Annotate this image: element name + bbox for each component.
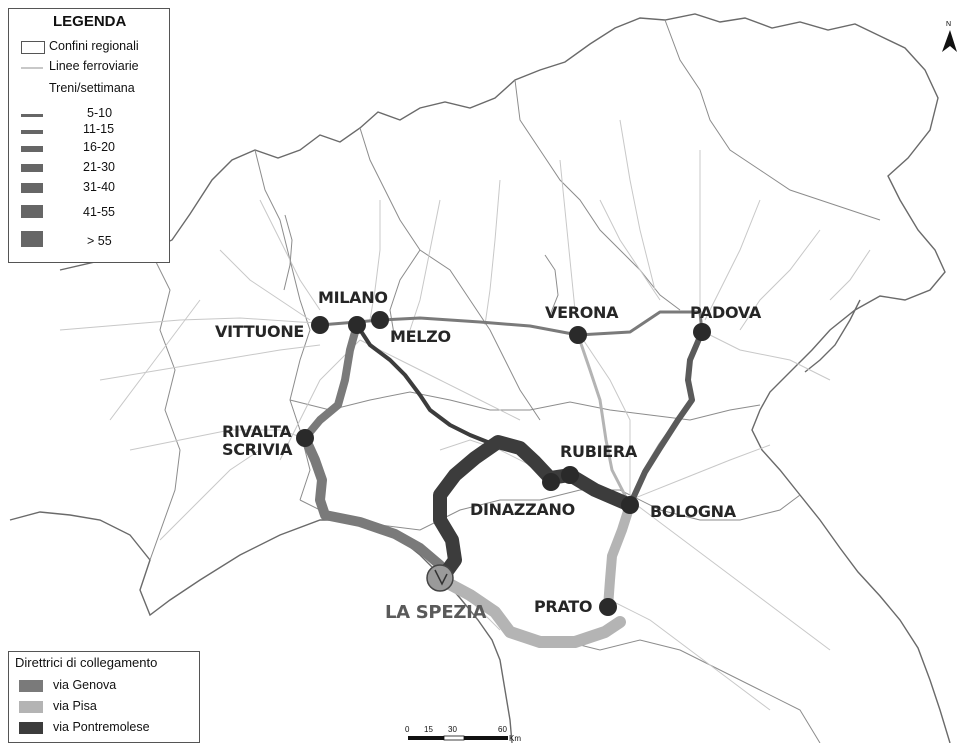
route-swatch-pontremolese [19,722,43,734]
route-via-pisa-verona-bologna [576,333,632,507]
label-prato: PRATO [534,597,592,616]
class-symbol-5 [21,183,43,193]
legend-class-3: 16-20 [83,140,115,154]
label-melzo: MELZO [390,327,451,346]
routes-legend-pontremolese: via Pontremolese [53,720,150,734]
route-padova-bologna [627,329,705,508]
scale-unit: Km [509,734,521,743]
legend: LEGENDA Confini regionali Linee ferrovia… [8,8,170,263]
coast-adriatic [804,299,861,373]
label-la-spezia: LA SPEZIA [385,602,486,623]
legend-class-7: > 55 [87,234,112,248]
lake-maggiore [283,214,293,291]
route-swatch-genova [19,680,43,692]
scale-tick-0: 0 [405,725,410,734]
legend-class-2: 11-15 [83,122,115,136]
coast-ligurian [9,511,513,743]
class-symbol-7 [21,231,43,247]
routes-legend-genova: via Genova [53,678,117,692]
station-padova [693,323,711,341]
label-vittuone: VITTUONE [215,322,304,341]
station-la-spezia [426,564,454,592]
scale-tick-15: 15 [424,725,433,734]
la-spezia-marker [434,569,448,586]
railway-network [59,119,871,711]
label-padova: PADOVA [690,303,762,322]
regional-border-symbol [21,41,45,54]
regional-borders [149,19,881,743]
north-arrow: N [942,21,957,52]
legend-railway-lines: Linee ferroviarie [49,59,139,73]
railway-line-symbol [21,67,43,69]
legend-trains-per-week: Treni/settimana [49,81,135,95]
legend-title: LEGENDA [53,13,127,30]
label-verona: VERONA [545,303,619,322]
stations [296,311,711,616]
route-via-pisa-prato-bologna [603,500,635,612]
route-via-pisa-laspezia-prato [436,574,626,648]
class-symbol-2 [21,130,43,134]
station-verona [569,326,587,344]
station-vittuone [311,316,329,334]
station-prato [599,598,617,616]
legend-class-1: 5-10 [87,106,113,120]
label-dinazzano: DINAZZANO [470,500,575,519]
station-melzo [371,311,389,329]
station-rivalta-scrivia [296,429,314,447]
class-symbol-1 [21,114,43,117]
lake-garda [544,254,559,316]
label-bologna: BOLOGNA [650,502,737,521]
route-via-genova-milano-rivalta [301,321,361,442]
scale-tick-60: 60 [498,725,507,734]
scale-bar: 0 15 30 60 Km [405,725,521,743]
station-rubiera [561,466,579,484]
route-via-pontremolese-milano-dinazzano [355,323,497,447]
route-via-genova-rivalta-laspezia [300,433,447,585]
legend-regional-borders: Confini regionali [49,39,139,53]
label-rubiera: RUBIERA [560,442,638,461]
station-dinazzano [542,473,560,491]
legend-class-4: 21-30 [83,160,115,174]
station-bologna [621,496,639,514]
legend-class-6: 41-55 [83,205,115,219]
station-milano [348,316,366,334]
routes-legend: Direttrici di collegamento via Genova vi… [8,651,200,743]
scale-tick-30: 30 [448,725,457,734]
route-swatch-pisa [19,701,43,713]
north-label: N [946,21,951,28]
country-outline [59,13,951,743]
label-scrivia: SCRIVIA [222,440,293,459]
label-rivalta: RIVALTA [222,422,292,441]
label-milano: MILANO [318,288,388,307]
class-symbol-3 [21,146,43,152]
class-symbol-6 [21,205,43,218]
routes-legend-pisa: via Pisa [53,699,97,713]
class-symbol-4 [21,164,43,172]
legend-class-5: 31-40 [83,180,115,194]
routes-legend-title: Direttrici di collegamento [15,655,158,670]
